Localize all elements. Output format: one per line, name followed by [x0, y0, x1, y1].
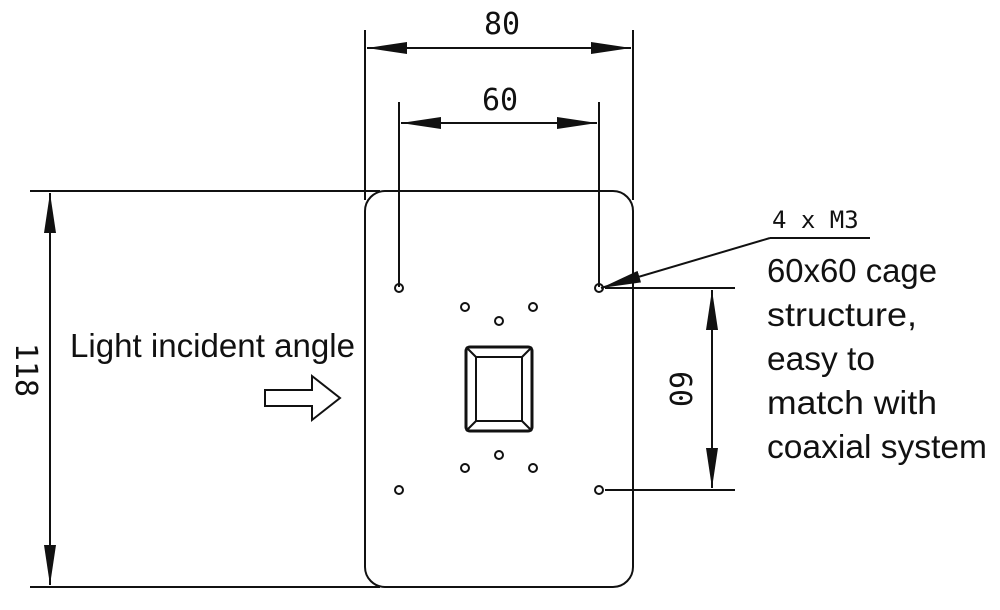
inner-hole	[528, 463, 538, 473]
description-line: 60x60 cage	[767, 252, 937, 289]
aperture-corner	[521, 346, 533, 358]
inner-hole	[460, 302, 470, 312]
aperture-corner	[521, 420, 533, 432]
description-line: easy to	[767, 340, 875, 377]
dimension-118-label: 118	[8, 343, 43, 397]
hole-spec-label: 4 x M3	[772, 206, 859, 234]
mount-hole-bottom-right	[594, 485, 604, 495]
plate-outline	[364, 190, 634, 588]
description-line: structure,	[767, 296, 917, 333]
aperture-outer	[464, 345, 534, 433]
mount-hole-top-right	[594, 283, 604, 293]
inner-hole	[460, 463, 470, 473]
aperture-corner	[465, 346, 477, 358]
aperture-inner	[475, 356, 523, 422]
inner-hole	[528, 302, 538, 312]
aperture-corner	[465, 420, 477, 432]
mount-hole-bottom-left	[394, 485, 404, 495]
light-direction-arrow-icon	[264, 373, 342, 423]
dimension-80-label: 80	[484, 7, 520, 42]
light-incident-angle-label: Light incident angle	[70, 327, 355, 364]
inner-hole	[494, 316, 504, 326]
leader-arrow-line	[600, 237, 771, 289]
inner-hole	[494, 450, 504, 460]
description-line: match with	[767, 384, 937, 421]
description-block: 60x60 cage structure, easy to match with…	[767, 252, 987, 465]
dimension-60-vertical-label: 60	[662, 371, 697, 407]
mount-hole-top-left	[394, 283, 404, 293]
dimension-60-horizontal-label: 60	[482, 83, 518, 118]
description-line: coaxial system	[767, 428, 987, 465]
